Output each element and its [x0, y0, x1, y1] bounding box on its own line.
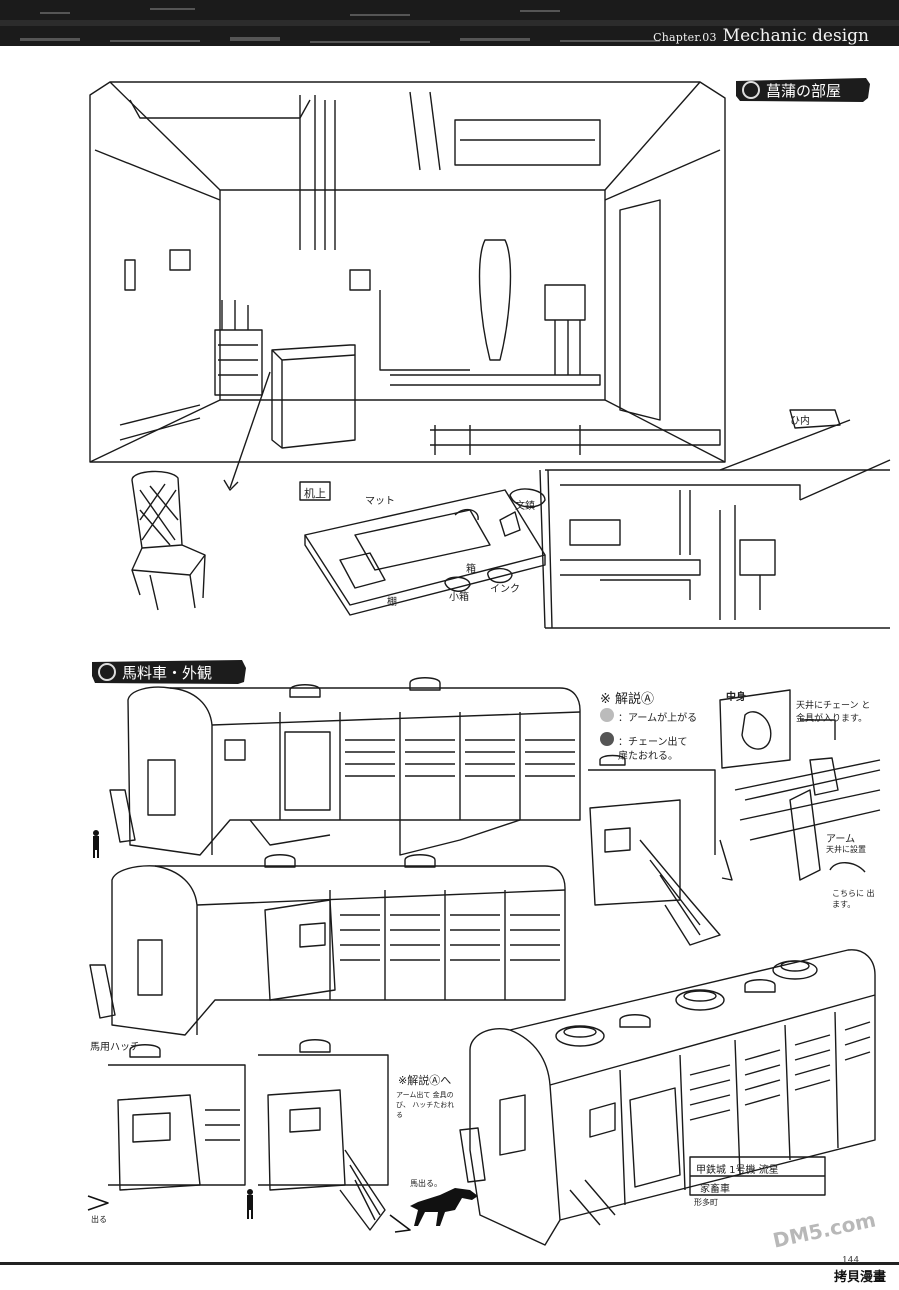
- horse-silhouette: [410, 1188, 478, 1226]
- note-explanation-2: ：チェーン出て: [618, 737, 688, 748]
- horse-car-view-2: [89, 854, 566, 1036]
- legend-dot-dark: [600, 732, 614, 746]
- chapter-title: Mechanic design: [722, 26, 869, 46]
- note-detail: 天井にチェーン と金具が入ります。: [796, 701, 871, 724]
- chapter-heading: Chapter.03 Mechanic design: [653, 26, 869, 46]
- note-desk-tool: 文鎮: [515, 501, 535, 512]
- ramp-closeup: [588, 754, 733, 946]
- section-label-room: 菖蒲の部屋: [736, 78, 870, 102]
- note-arm-label: アーム: [826, 834, 856, 845]
- label-brush-bg: [92, 660, 246, 684]
- note-hatch-label: 馬用ハッチ: [90, 1042, 140, 1053]
- note-desk-cabinet: 棚: [387, 597, 397, 608]
- note-detail-title: 中身: [726, 692, 746, 703]
- chapter-number: Chapter.03: [653, 31, 717, 44]
- horse-car-view-1: [109, 677, 581, 856]
- section-badge-icon: [98, 663, 116, 681]
- note-exit: 出る: [91, 1215, 107, 1224]
- note-explanation-title: ※ 解説Ⓐ: [600, 692, 655, 707]
- caption-line-3: 形多町: [694, 1198, 718, 1207]
- note-explanation-ref: ※解説Ⓐへ: [398, 1074, 452, 1087]
- note-desk-title: 机上: [304, 487, 326, 500]
- scan-watermark: 拷貝漫畫: [834, 1270, 887, 1285]
- caption-line-2: 家畜車: [700, 1184, 730, 1195]
- note-room-right: ひ内: [790, 416, 810, 427]
- arm-detail-drawing: [719, 689, 881, 881]
- note-explanation-1: ：アームが上がる: [618, 713, 698, 724]
- person-silhouette: [93, 830, 253, 1219]
- section-badge-icon: [742, 81, 760, 99]
- desk-top-drawing: [299, 481, 546, 616]
- note-desk-box2: 箱: [466, 564, 476, 575]
- hatch-closeup-right: [258, 1039, 389, 1231]
- legend-dot-light: [600, 708, 614, 722]
- label-brush-bg: [736, 78, 870, 102]
- horse-car-view-3: [459, 949, 876, 1246]
- caption-line-1: 甲鉄城 1号機 流星: [696, 1165, 779, 1176]
- note-arm: 天井に設置: [826, 845, 866, 854]
- footer-band: 144: [0, 1256, 899, 1290]
- note-explanation-ref-detail: アーム出て 金具のび、 ハッチたおれる: [396, 1091, 455, 1119]
- note-arm-direction: こちらに 出ます。: [832, 889, 875, 909]
- page-number: 144: [842, 1256, 860, 1266]
- note-horse-out: 馬出る。: [410, 1179, 442, 1188]
- section-label-text: 菖蒲の部屋: [766, 81, 842, 100]
- section-label-horse-car: 馬料車・外観: [92, 660, 246, 684]
- hatch-closeup-left: [108, 1044, 246, 1191]
- section-label-text: 馬料車・外観: [122, 663, 213, 682]
- header-band: Chapter.03 Mechanic design: [0, 0, 899, 46]
- note-explanation-2b: 扉たおれる。: [618, 751, 678, 762]
- room-corner-detail: [539, 419, 891, 629]
- grunge-texture: [0, 0, 899, 46]
- note-desk-box: 小箱: [449, 592, 469, 603]
- note-desk-ink: インク: [490, 584, 520, 595]
- footer-rule: [0, 1262, 899, 1265]
- chair-drawing: [131, 470, 206, 611]
- room-interior-drawing: [89, 81, 841, 491]
- note-desk-mat: マット: [365, 496, 395, 507]
